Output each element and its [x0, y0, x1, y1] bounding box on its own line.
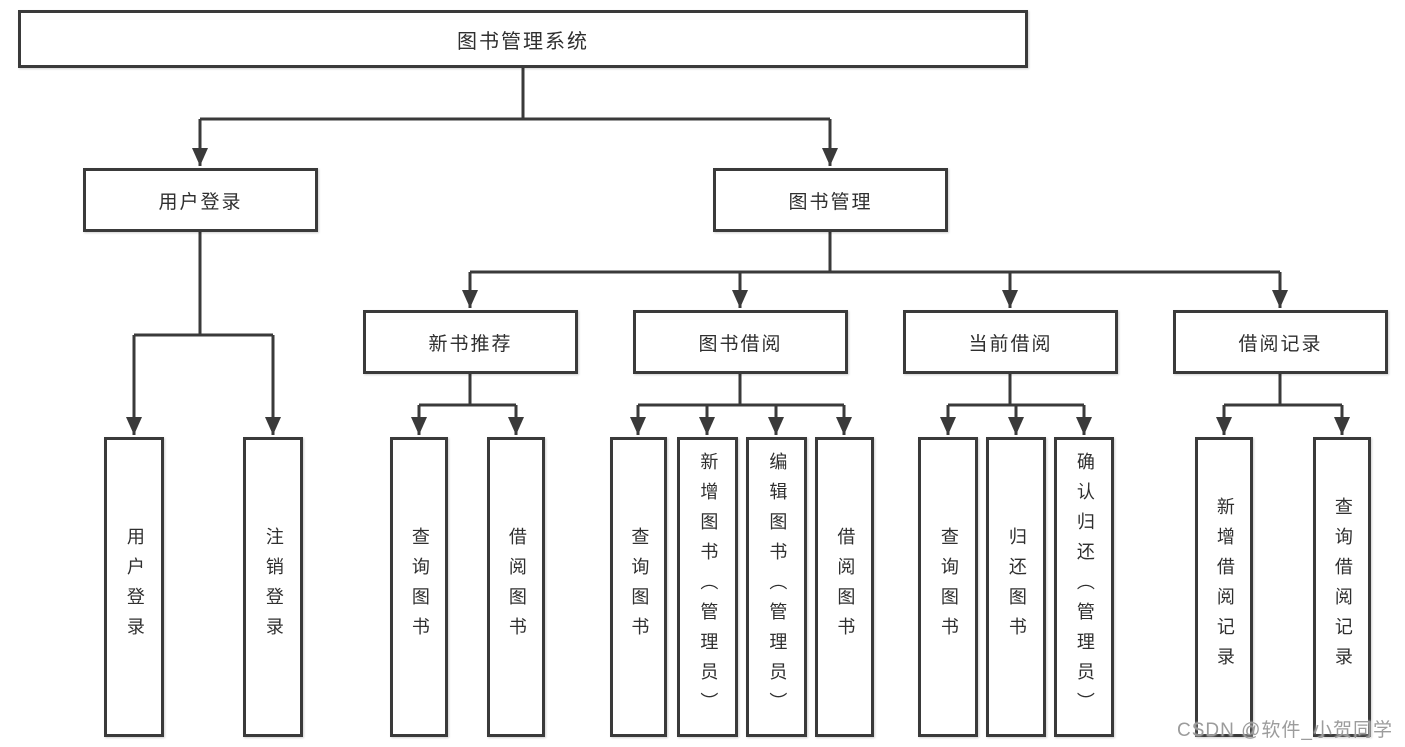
node-new-book-rec-label: 新书推荐	[428, 333, 513, 355]
node-book-borrowing-label: 图书借阅	[698, 333, 783, 355]
leaf-user-login-label: 用户登录	[124, 527, 145, 647]
node-user-login-label: 用户登录	[158, 191, 243, 213]
leaf-bb-borrow-books: 借阅图书	[815, 437, 874, 737]
node-current-borrowing-label: 当前借阅	[968, 333, 1053, 355]
leaf-bb-edit-books-admin-label: 编辑图书（管理员）	[767, 452, 788, 722]
leaf-user-login: 用户登录	[104, 437, 164, 737]
connector-borrowing-records-split	[1224, 374, 1342, 407]
leaf-rr-add-record-label: 新增借阅记录	[1214, 497, 1235, 677]
leaf-cb-return-books: 归还图书	[986, 437, 1046, 737]
leaf-rec-borrow-books: 借阅图书	[487, 437, 545, 737]
connector-book-management-split	[470, 232, 1280, 274]
leaf-bb-add-books-admin: 新增图书（管理员）	[677, 437, 738, 737]
node-user-login: 用户登录	[83, 168, 318, 232]
leaf-rec-query-books: 查询图书	[390, 437, 448, 737]
leaf-rec-query-books-label: 查询图书	[409, 527, 430, 647]
leaf-logout: 注销登录	[243, 437, 303, 737]
leaf-bb-edit-books-admin: 编辑图书（管理员）	[746, 437, 807, 737]
leaf-rr-add-record: 新增借阅记录	[1195, 437, 1253, 737]
leaf-cb-return-books-label: 归还图书	[1006, 527, 1027, 647]
connector-new-book-rec-split	[419, 374, 516, 407]
node-borrowing-records-label: 借阅记录	[1238, 333, 1323, 355]
connector-user-login-split	[134, 232, 273, 337]
connector-root-split	[200, 68, 830, 121]
node-new-book-rec: 新书推荐	[363, 310, 578, 374]
leaf-bb-query-books: 查询图书	[610, 437, 667, 737]
connector-book-borrowing-split	[638, 374, 844, 407]
leaf-cb-confirm-return-admin: 确认归还（管理员）	[1054, 437, 1114, 737]
leaf-cb-confirm-return-admin-label: 确认归还（管理员）	[1074, 452, 1095, 722]
leaf-bb-add-books-admin-label: 新增图书（管理员）	[698, 452, 719, 722]
leaf-bb-borrow-books-label: 借阅图书	[835, 527, 856, 647]
leaf-rr-query-record: 查询借阅记录	[1313, 437, 1371, 737]
watermark: CSDN @软件_小贺同学	[1177, 720, 1393, 741]
node-book-management: 图书管理	[713, 168, 948, 232]
leaf-cb-query-books: 查询图书	[918, 437, 978, 737]
leaf-logout-label: 注销登录	[263, 527, 284, 647]
leaf-rec-borrow-books-label: 借阅图书	[506, 527, 527, 647]
leaf-bb-query-books-label: 查询图书	[629, 527, 650, 647]
connector-current-borrowing-split	[948, 374, 1084, 407]
node-root-label: 图书管理系统	[457, 30, 589, 53]
node-book-borrowing: 图书借阅	[633, 310, 848, 374]
node-book-management-label: 图书管理	[788, 191, 873, 213]
node-root: 图书管理系统	[18, 10, 1028, 68]
node-current-borrowing: 当前借阅	[903, 310, 1118, 374]
node-borrowing-records: 借阅记录	[1173, 310, 1388, 374]
leaf-cb-query-books-label: 查询图书	[938, 527, 959, 647]
leaf-rr-query-record-label: 查询借阅记录	[1332, 497, 1353, 677]
